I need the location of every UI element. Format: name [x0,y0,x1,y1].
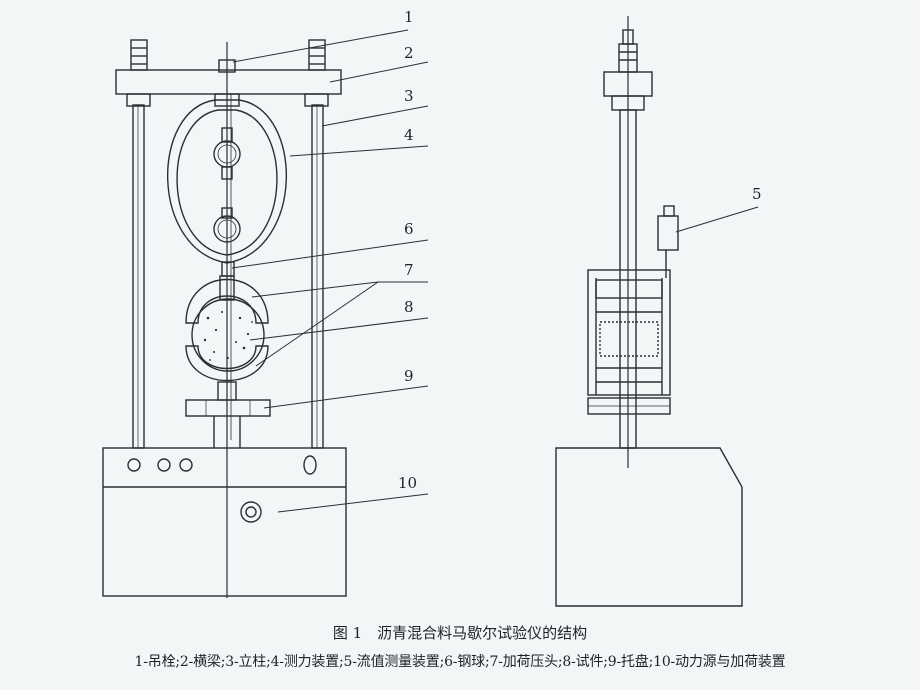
callout-7: 7 [404,261,414,279]
side-specimen [599,321,659,357]
proving-ring-outer [166,99,288,264]
knob [127,458,141,472]
column-right [311,104,324,449]
proving-ring-inner [176,109,278,256]
tray [185,399,271,417]
callout-10: 10 [398,474,417,492]
callout-8: 8 [404,298,414,316]
base-housing [102,447,347,597]
loading-head-upper [185,278,269,324]
column-left [132,104,145,449]
front-view [102,39,347,598]
callout-2: 2 [404,44,414,62]
callout-1: 1 [404,8,414,26]
power-button-inner [245,506,257,518]
figure-title: 图 1 沥青混合料马歇尔试验仪的结构 [332,624,588,642]
flow-meter [657,215,679,251]
dial-gauge-bottom [213,215,241,243]
side-view [555,16,743,607]
knob [157,458,171,472]
callout-3: 3 [404,87,414,105]
bolt-left [130,39,148,71]
callout-5: 5 [752,185,762,203]
figure-legend: 1-吊栓;2-横梁;3-立柱;4-测力装置;5-流值测量装置;6-钢球;7-加荷… [134,654,786,670]
side-base-housing [555,447,743,607]
leader-lines [231,29,759,513]
power-button-outer [240,501,262,523]
side-knob [303,455,317,475]
callout-6: 6 [404,220,414,238]
side-frame [587,269,671,396]
crossbeam [115,69,342,95]
callout-4: 4 [404,126,414,144]
specimen [191,298,265,372]
specimen-aggregate [203,311,253,361]
callout-9: 9 [404,367,414,385]
loading-head-lower [185,345,269,382]
bolt-right [308,39,326,71]
knob [179,458,193,472]
